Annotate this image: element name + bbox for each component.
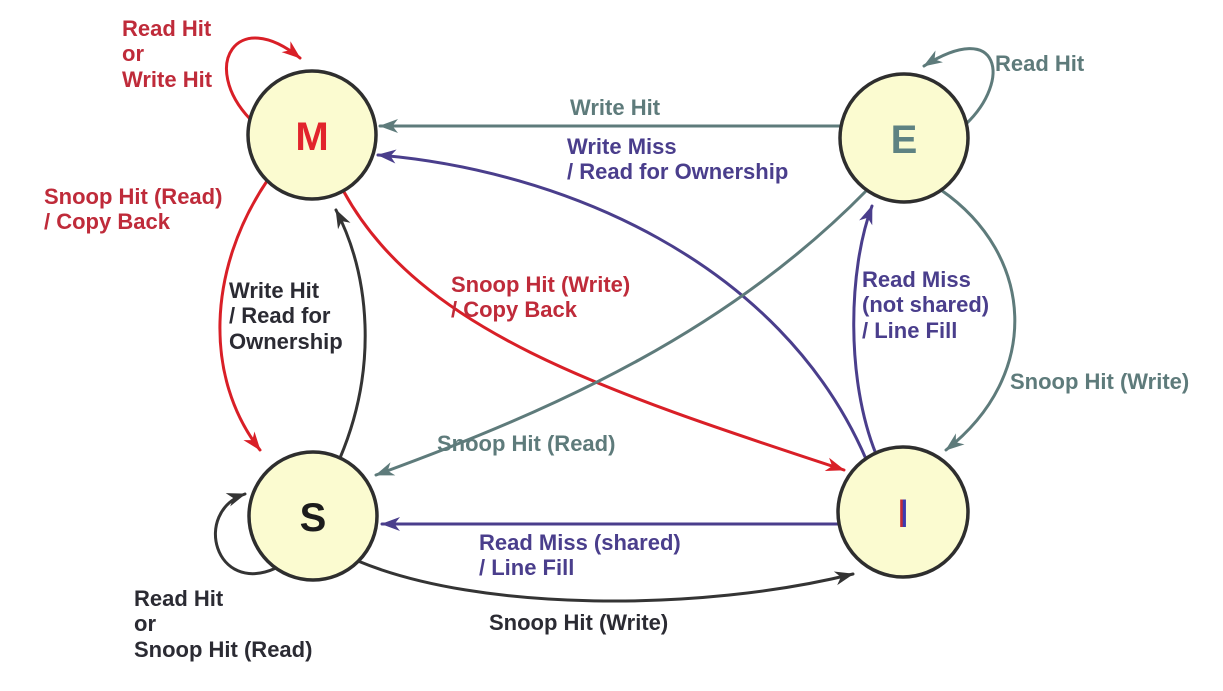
label-e-to-s: Snoop Hit (Read) — [437, 431, 616, 456]
state-node-e — [838, 72, 970, 204]
edge-i-to-m — [376, 149, 868, 461]
label-i-to-s: Read Miss (shared) / Line Fill — [479, 530, 681, 581]
edge-m-self-loop — [225, 36, 302, 121]
edge-e-to-i — [939, 188, 1017, 452]
label-m-to-i: Snoop Hit (Write) / Copy Back — [451, 272, 631, 323]
state-letter-e: E — [891, 118, 918, 162]
edge-m-to-i — [342, 190, 846, 472]
state-letter-m: M — [295, 115, 328, 159]
edge-s-self-loop — [213, 492, 278, 576]
edge-e-to-s — [374, 188, 869, 477]
edge-i-to-e — [852, 204, 878, 456]
label-i-to-e: Read Miss (not shared) / Line Fill — [862, 267, 990, 343]
state-node-i — [836, 445, 970, 579]
label-s-to-i: Snoop Hit (Write) — [489, 610, 669, 635]
edge-s-to-m — [334, 208, 367, 460]
label-s-to-m: Write Hit / Read for Ownership — [229, 278, 343, 354]
edge-e-self-loop — [922, 47, 995, 126]
state-letter-s: S — [300, 496, 327, 540]
edge-s-to-i — [356, 559, 855, 603]
label-s-self-loop: Read Hit or Snoop Hit (Read) — [134, 586, 313, 662]
label-m-to-s: Snoop Hit (Read) / Copy Back — [44, 184, 223, 235]
state-node-m — [246, 69, 378, 201]
state-node-s — [247, 450, 379, 582]
label-m-self-loop: Read Hit or Write Hit — [122, 16, 213, 92]
state-letter-i: I — [897, 492, 908, 536]
label-i-to-m: Write Miss / Read for Ownership — [567, 134, 789, 185]
label-e-self-loop: Read Hit — [995, 51, 1085, 76]
edge-m-to-s — [218, 179, 269, 452]
label-e-to-m: Write Hit — [570, 95, 661, 120]
label-e-to-i: Snoop Hit (Write) — [1010, 369, 1190, 394]
